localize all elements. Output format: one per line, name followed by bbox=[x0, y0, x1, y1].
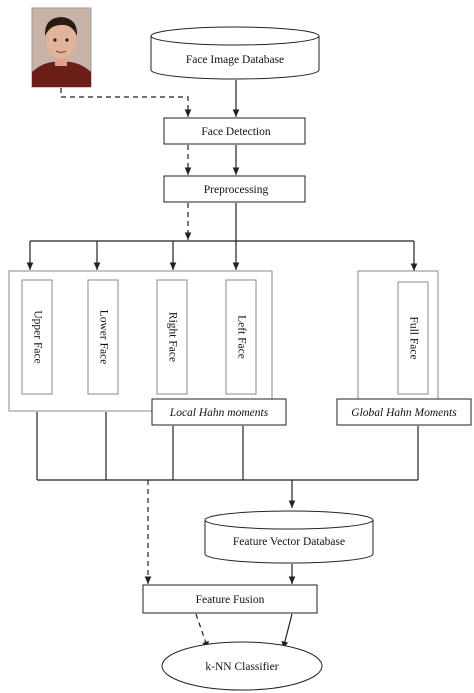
full-face-label: Full Face bbox=[407, 316, 419, 359]
left-face-label: Left Face bbox=[235, 315, 247, 359]
feature-vector-db-label: Feature Vector Database bbox=[233, 536, 345, 548]
feature-vector-database: Feature Vector Database bbox=[204, 510, 374, 564]
full-face-box: Full Face bbox=[397, 281, 429, 395]
feature-fusion-box: Feature Fusion bbox=[142, 584, 318, 614]
right-face-label: Right Face bbox=[166, 312, 178, 362]
global-hahn-label: Global Hahn Moments bbox=[351, 407, 457, 419]
fusion-to-knn-dashed-arrow bbox=[195, 613, 209, 650]
photo-to-detection-connector bbox=[60, 88, 192, 117]
preprocessing-label: Preprocessing bbox=[204, 184, 269, 196]
lower-face-box: Lower Face bbox=[87, 279, 119, 395]
preprocessing-box: Preprocessing bbox=[163, 175, 306, 203]
face-db-label: Face Image Database bbox=[186, 54, 284, 66]
knn-label: k-NN Classifier bbox=[205, 661, 278, 673]
upper-face-box: Upper Face bbox=[21, 279, 53, 395]
face-detection-box: Face Detection bbox=[163, 117, 306, 145]
upper-face-label: Upper Face bbox=[31, 310, 43, 363]
face-photo-icon bbox=[31, 7, 92, 88]
feature-fusion-label: Feature Fusion bbox=[196, 594, 265, 606]
fusion-to-knn-arrow bbox=[281, 613, 293, 650]
right-face-box: Right Face bbox=[156, 279, 188, 395]
knn-classifier: k-NN Classifier bbox=[161, 641, 323, 691]
global-hahn-box: Global Hahn Moments bbox=[336, 398, 472, 426]
face-image-database: Face Image Database bbox=[150, 26, 320, 80]
left-face-box: Left Face bbox=[225, 279, 257, 395]
face-detection-label: Face Detection bbox=[201, 126, 271, 138]
lower-face-label: Lower Face bbox=[97, 310, 109, 365]
local-hahn-label: Local Hahn moments bbox=[169, 407, 269, 419]
local-hahn-box: Local Hahn moments bbox=[151, 398, 287, 426]
